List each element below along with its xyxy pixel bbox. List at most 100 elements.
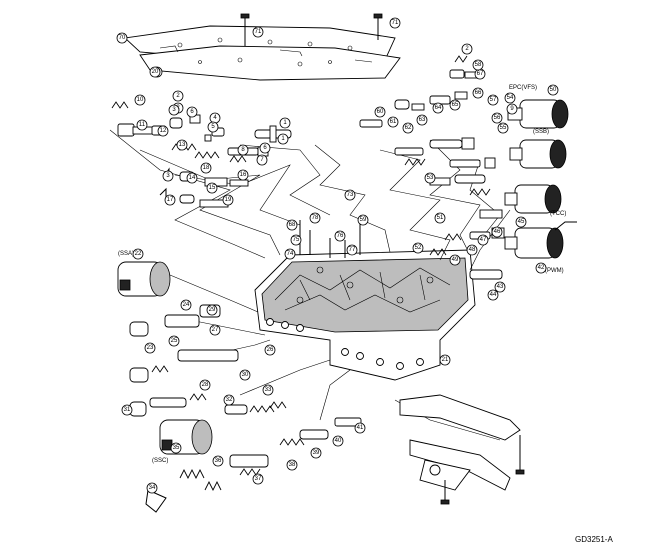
callout: 16: [237, 169, 249, 181]
svg-text:45: 45: [518, 219, 525, 225]
callout: 64: [432, 102, 444, 114]
svg-text:77: 77: [349, 247, 356, 253]
svg-text:23: 23: [147, 345, 154, 351]
svg-text:64: 64: [435, 105, 442, 111]
svg-text:35: 35: [173, 445, 180, 451]
callout: 23: [144, 342, 156, 354]
callout: 51: [434, 212, 446, 224]
callout: 24: [180, 299, 192, 311]
svg-text:1: 1: [283, 120, 287, 126]
callout: 67: [474, 68, 486, 80]
right-solenoids: [504, 99, 577, 259]
svg-text:26: 26: [267, 347, 274, 353]
callout: 6: [259, 142, 271, 154]
callout: 30: [239, 369, 251, 381]
svg-text:28: 28: [202, 382, 209, 388]
svg-text:67: 67: [477, 71, 484, 77]
svg-text:78: 78: [312, 215, 319, 221]
callout: 48: [466, 244, 478, 256]
callout: 61: [387, 116, 399, 128]
svg-text:55: 55: [500, 125, 507, 131]
callout: 11: [136, 119, 148, 131]
callout: 28: [199, 379, 211, 391]
pwm-solenoid: [504, 221, 577, 259]
callout: 60: [374, 106, 386, 118]
callout: 7: [256, 154, 268, 166]
svg-text:31: 31: [124, 407, 131, 413]
callout: 38: [286, 459, 298, 471]
svg-text:17: 17: [167, 197, 174, 203]
callout: 43: [494, 281, 506, 293]
label-tcc: (TCC): [550, 211, 566, 217]
callout: 37: [252, 473, 264, 485]
svg-text:6: 6: [263, 145, 267, 151]
tcc-solenoid: [504, 184, 562, 214]
label-ssb: (SSB): [533, 129, 549, 135]
svg-text:34: 34: [149, 485, 156, 491]
svg-text:15: 15: [209, 185, 216, 191]
svg-text:70: 70: [119, 35, 126, 41]
callout: 68: [286, 219, 298, 231]
figure-reference-code: GD3251-A: [575, 535, 613, 544]
callout: 27: [209, 324, 221, 336]
callout: 73: [344, 189, 356, 201]
svg-text:41: 41: [357, 425, 364, 431]
callout: 25: [168, 335, 180, 347]
callout: 53: [424, 172, 436, 184]
label-ssa: (SSA): [118, 251, 134, 257]
svg-text:44: 44: [490, 292, 497, 298]
callout: 6: [186, 106, 198, 118]
label-ssc: (SSC): [152, 458, 168, 464]
svg-text:22: 22: [135, 251, 142, 257]
callout: 77: [346, 244, 358, 256]
callout: 13: [176, 139, 188, 151]
svg-text:4: 4: [213, 115, 217, 121]
left-solenoids: [117, 261, 213, 455]
separator-plate: [124, 13, 401, 81]
solenoid-bracket: [399, 394, 525, 505]
svg-text:50: 50: [550, 87, 557, 93]
callout: 2: [172, 90, 184, 102]
callout: 5: [207, 121, 219, 133]
svg-text:5: 5: [211, 124, 215, 130]
svg-text:12: 12: [160, 128, 167, 134]
svg-text:75: 75: [293, 237, 300, 243]
callout: 55: [497, 122, 509, 134]
callout: 54: [504, 92, 516, 104]
callout: 42: [535, 262, 547, 274]
callout: 75: [290, 234, 302, 246]
solenoid-labels: EPC(VFS) (SSB) (TCC) (PWM) (SSA) (SSC): [118, 85, 566, 464]
svg-text:74: 74: [287, 251, 294, 257]
label-pwm: (PWM): [545, 268, 564, 274]
svg-text:7: 7: [260, 157, 264, 163]
callout: 49: [449, 254, 461, 266]
svg-text:65: 65: [452, 102, 459, 108]
svg-text:71: 71: [392, 20, 399, 26]
callout: 31: [121, 404, 133, 416]
callout: 76: [334, 230, 346, 242]
svg-text:30: 30: [242, 372, 249, 378]
callout: 35: [170, 442, 182, 454]
epc-solenoid: [507, 99, 569, 129]
callout: 22: [132, 248, 144, 260]
svg-text:14: 14: [189, 175, 196, 181]
svg-text:13: 13: [179, 142, 186, 148]
callout: 63: [416, 114, 428, 126]
svg-text:60: 60: [377, 109, 384, 115]
svg-text:6: 6: [190, 109, 194, 115]
svg-text:48: 48: [469, 247, 476, 253]
ssc-solenoid: [159, 419, 213, 455]
svg-text:57: 57: [490, 97, 497, 103]
svg-text:40: 40: [335, 438, 342, 444]
svg-text:61: 61: [390, 119, 397, 125]
svg-text:56: 56: [494, 115, 501, 121]
callout: 33: [262, 384, 274, 396]
svg-text:24: 24: [183, 302, 190, 308]
callout: 1: [277, 133, 289, 145]
svg-text:54: 54: [507, 95, 514, 101]
callout: 78: [309, 212, 321, 224]
svg-text:38: 38: [289, 462, 296, 468]
callout: 34: [146, 482, 158, 494]
svg-text:9: 9: [510, 106, 514, 112]
